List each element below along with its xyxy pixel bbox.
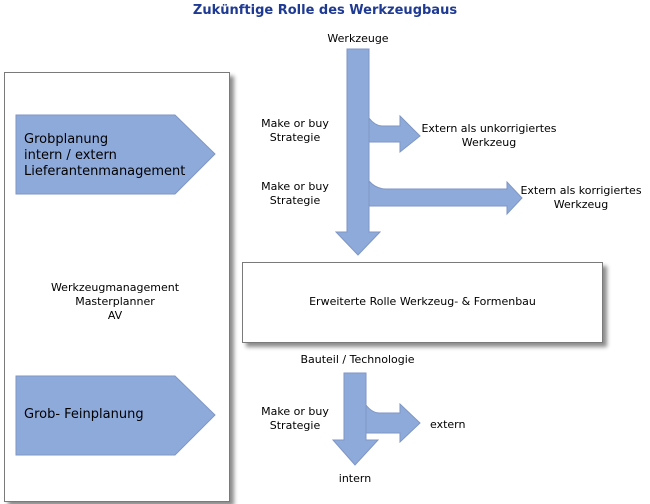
panel-center-line-2: Masterplanner [75, 295, 155, 308]
panel-center-line-3: AV [107, 309, 123, 322]
branch2-target: Extern als korrigiertes Werkzeug [516, 184, 646, 212]
branch2-label-line-1: Make or buy [261, 180, 329, 193]
chevron-shape-top [15, 114, 216, 195]
bottom-source-label: Bauteil / Technologie [300, 353, 415, 366]
source-label: Werkzeuge [327, 32, 389, 45]
chevron-top-label: Grobplanung intern / extern Lieferantenm… [24, 132, 185, 180]
panel-center-text: Werkzeugmanagement Masterplanner AV [40, 281, 190, 323]
chevron-top-line-2: intern / extern [24, 148, 117, 163]
chevron-top-line-3: Lieferantenmanagement [24, 164, 186, 179]
branch2-arrow [368, 179, 523, 216]
branch1-target: Extern als unkorrigiertes Werkzeug [414, 122, 564, 150]
bottom-end-label: intern [338, 472, 372, 485]
center-box-label: Erweiterte Rolle Werkzeug- & Formenbau [309, 295, 536, 308]
branch1-target-line-2: Werkzeug [461, 136, 517, 149]
branch2-label-line-2: Strategie [269, 194, 321, 207]
bottom-branch-label-line-2: Strategie [269, 419, 321, 432]
panel-center-line-1: Werkzeugmanagement [50, 281, 180, 294]
branch2-label: Make or buy Strategie [250, 180, 340, 208]
branch1-target-line-1: Extern als unkorrigiertes [421, 122, 557, 135]
chevron-shape-bottom [15, 375, 216, 456]
center-box [242, 262, 603, 343]
bottom-branch-label: Make or buy Strategie [250, 405, 340, 433]
chevron-bottom-label: Grob- Feinplanung [24, 407, 144, 422]
bottom-branch-target: extern [430, 418, 466, 431]
main-down-arrow [334, 48, 382, 256]
branch1-label-line-1: Make or buy [261, 117, 329, 130]
bottom-branch-label-line-1: Make or buy [261, 405, 329, 418]
bottom-down-arrow [331, 372, 380, 466]
branch1-label-line-2: Strategie [269, 131, 321, 144]
bottom-branch-arrow [365, 402, 421, 444]
chevron-top-line-1: Grobplanung [24, 132, 109, 147]
branch2-target-line-2: Werkzeug [553, 198, 609, 211]
branch1-arrow [368, 114, 421, 154]
diagram-title: Zukünftige Rolle des Werkzeugbaus [192, 3, 458, 18]
branch2-target-line-1: Extern als korrigiertes [520, 184, 642, 197]
branch1-label: Make or buy Strategie [250, 117, 340, 145]
